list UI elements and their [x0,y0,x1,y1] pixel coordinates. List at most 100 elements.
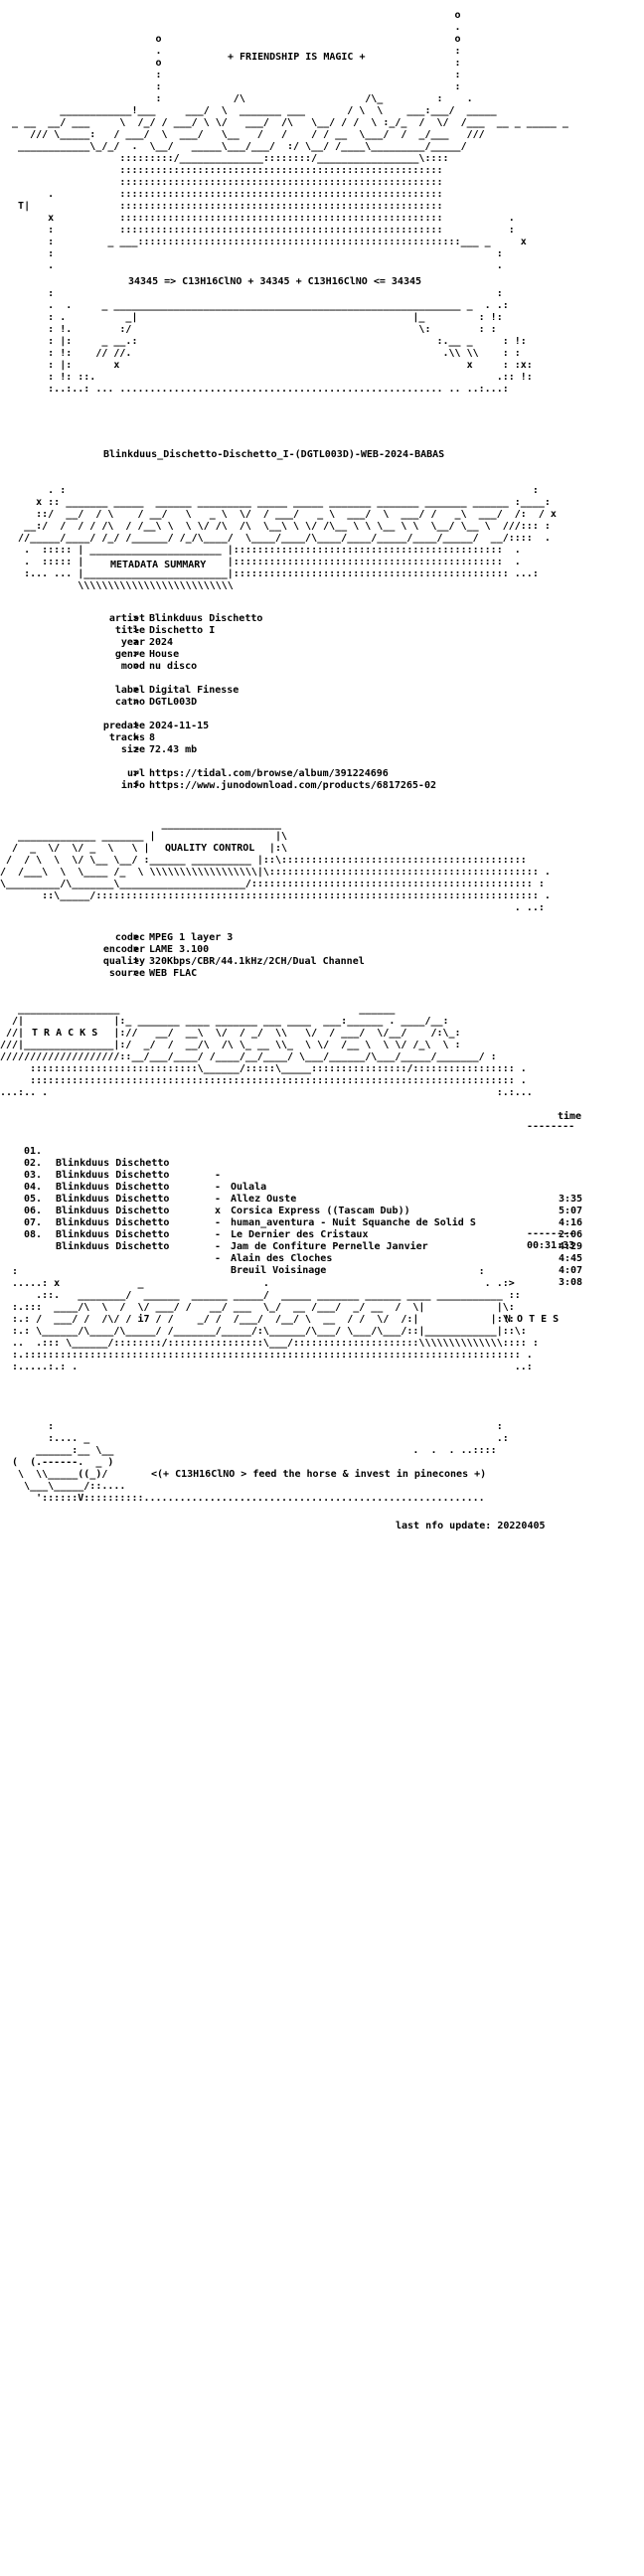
track-separator: - [215,1170,222,1181]
tracks-label: tracks [108,732,145,743]
header-art-line: : !: // //. .\\ \\ : : [0,348,521,359]
metadata-art-line: :... ... |________________________|:::::… [0,568,539,579]
field-separator: > [133,625,140,636]
track-separator: - [215,1229,222,1240]
quality-value: 320Kbps/CBR/44.1kHz/2CH/Dual Channel [149,956,365,967]
header-art-line: : |: _ __.: :.__ _ : !: [0,336,527,347]
tracks-art-line: ///|_______________|:/ _/ / __/\ /\ \_ _… [0,1040,461,1050]
track-title: Alain des Cloches [231,1253,333,1264]
genre-value: House [149,649,180,660]
track-row: 07. Blinkduus Dischetto - Alain des Cloc… [0,1206,644,1276]
source-value: WEB FLAC [149,968,198,979]
encoder-label: encoder [102,944,145,955]
footer-art-line: ( (.------. _ ) [0,1457,114,1468]
info-label: info [120,780,145,791]
quality-art-line: _____________ _______ | |\ [0,831,287,842]
track-artist: Blinkduus Dischetto [56,1217,170,1228]
field-separator: > [133,944,140,955]
track-row: 01. Blinkduus Dischetto - Oulala 3:35 [0,1134,644,1205]
header-art-line: : !: ::. .:: !: [0,372,533,383]
header-art-line: : : [0,288,503,299]
codec-label: codec [114,932,145,943]
codec-value: MPEG 1 layer 3 [149,932,234,943]
header-art-line: . ::::::::::::::::::::::::::::::::::::::… [0,189,443,200]
field-separator: > [133,932,140,943]
track-row: 06. Blinkduus Dischetto - Jam de Confitu… [0,1194,644,1264]
url-link[interactable]: https://tidal.com/browse/album/391224696 [149,768,389,779]
track-title: Oulala [231,1182,267,1193]
track-separator: - [215,1194,222,1205]
tracks-art-line: _________________ ______ [0,1004,396,1015]
total-time: 00:31:33 [527,1240,575,1251]
tracks-art-line: ::::::::::::::::::::::::::::\______/::::… [0,1063,527,1074]
tracks-art-line: /| |:_ _______ ____ _______ ___ ____ ___… [0,1016,449,1027]
track-separator: x [215,1206,222,1216]
track-number: 07. [24,1217,43,1228]
track-title: Corsica Express ((Tascam Dub)) [231,1206,410,1216]
header-art-line: : !. :/ \: : : [0,324,497,335]
track-title: Breuil Voisinage [231,1265,327,1276]
field-separator: > [133,685,140,696]
title-label: title [114,625,145,636]
metadata-art-line: . ::::: | ______________________ |::::::… [0,545,521,556]
total-divider: -------- [527,1228,575,1239]
track-title: Allez Ouste [231,1194,297,1205]
time-divider: -------- [527,1121,575,1132]
notes-art-line: :.::: ____/\ \ / \/ ___/ / __/ ___ \_/ _… [0,1302,515,1313]
label-value: Digital Finesse [149,685,240,696]
notes-art-line: .::. ________/ ______ ______ _____/ ____… [0,1290,521,1301]
tracks-heading: T R A C K S [32,1028,98,1039]
quality-label: quality [102,956,145,967]
track-time: 3:08 [559,1277,583,1288]
track-time: 4:07 [559,1265,583,1276]
encoder-value: LAME 3.100 [149,944,210,955]
release-name: Blinkduus_Dischetto-Dischetto_I-(DGTL003… [103,449,445,460]
url-label: url [126,768,145,779]
header-art-line: o o [0,34,461,45]
header-art-line: : _ ___:::::::::::::::::::::::::::::::::… [0,237,527,247]
track-separator: - [215,1241,222,1252]
quality-art-line: ::\_____/:::::::::::::::::::::::::::::::… [0,890,551,901]
track-row: 02. Blinkduus Dischetto - Allez Ouste 5:… [0,1146,644,1216]
quality-control-art: ____________________ _____________ _____… [0,819,644,1503]
metadata-art-line: __:/ / / / /\ / /__\ \ \ \/ /\ /\ \__\ \… [0,521,551,532]
track-title: Jam de Confiture Pernelle Janvier [231,1241,428,1252]
footer-art-line: \___\_____/::.... [0,1481,126,1492]
notes-art-line: :.: \______/\____/\_____/ /_______/_____… [0,1326,527,1337]
field-separator: > [133,780,140,791]
header-art-line: _ __ __/ ___ \ /_/ / ___/ \ \/ ___/ /\ \… [0,117,568,128]
mood-label: mood [120,661,145,672]
footer-art-line: '::::::V::::::::::......................… [0,1493,485,1504]
source-label: source [108,968,145,979]
title-value: Dischetto I [149,625,216,636]
metadata-summary: artist > Blinkduus Dischetto title > Dis… [0,613,644,1324]
info-link[interactable]: https://www.junodownload.com/products/68… [149,780,436,791]
track-artist: Blinkduus Dischetto [56,1182,170,1193]
notes-art-line: .. .::: \______/::::::::/:::::::::::::::… [0,1338,539,1349]
artist-label: artist [108,613,145,624]
header-art-line: :..:..: ... ............................… [0,384,509,395]
header-art-line: : /\ /\_ : . [0,93,473,104]
field-separator: > [133,637,140,648]
track-title: Le Dernier des Cristaux [231,1229,369,1240]
metadata-art-line: x :: _______ _____ ______ _________ ____… [0,497,551,508]
track-list: time -------- 01. Blinkduus Dischetto - … [0,1111,644,2171]
notes-message: <(+ C13H16ClNO > feed the horse & invest… [151,1469,487,1480]
quality-art-line: . ..: [0,902,545,913]
quality-art-line: \_________/\_______\____________________… [0,879,545,889]
header-art-line: : : [0,81,461,92]
track-row: 03. Blinkduus Dischetto - Corsica Expres… [0,1158,644,1228]
metadata-art-line: . ::::: | |:::::::::::::::::::::::::::::… [0,557,521,567]
notes-art-line: :.: / ___/ / /\/ / i7 / / _/ / /___/ /__… [0,1314,515,1325]
notes-heading: N O T E S [505,1314,560,1325]
header-art: o . o o . [0,10,644,465]
notes-art: : : .....: x _ . . .:> .::. ________/ _ [0,1266,644,2361]
footer-art-line: \ \\_____((_)/ [0,1469,108,1480]
header-art-line: : ::::::::::::::::::::::::::::::::::::::… [0,225,515,236]
field-separator: > [133,744,140,755]
header-art-line: : . _| |_ : !: [0,312,503,323]
footer-art: : : :.... _ .: ______:__ \__ [0,1421,644,2528]
quality-art-line: / /___\ \ \____ /_ \ \\\\\\\\\\\\\\\\\\|… [0,867,551,878]
quality-control-heading: QUALITY CONTROL [165,843,255,854]
track-row: 04. Blinkduus Dischetto x human_aventura… [0,1170,644,1240]
